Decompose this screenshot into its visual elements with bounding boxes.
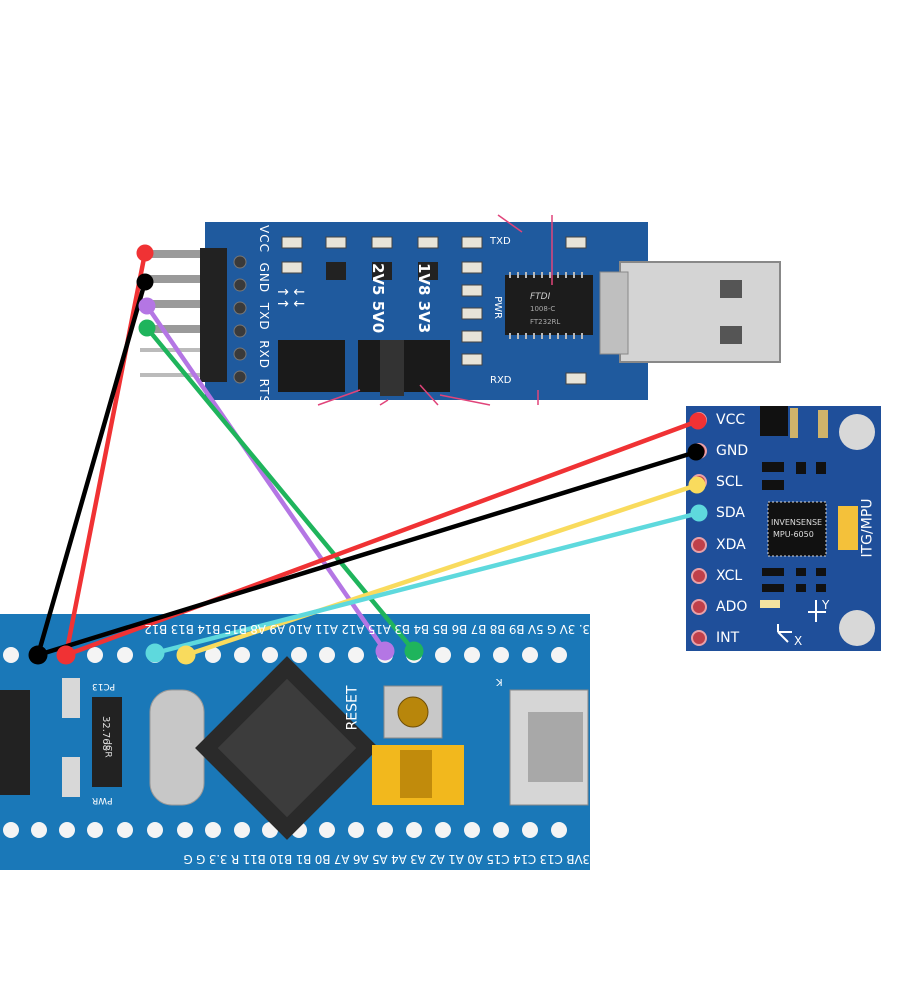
ftdi-voltage-labels-top: 1V8 3V3: [415, 263, 433, 343]
wire-mpu-gnd: [35, 449, 699, 658]
mpu-pin-xda: XDA: [716, 537, 746, 553]
mpu-axis-icon: [777, 600, 826, 643]
mpu-chip-line-1: INVENSENSE: [771, 518, 823, 527]
stm32-board: [0, 614, 590, 870]
ftdi-pointer-lines: [317, 214, 553, 406]
ftdi-label-3v3: 3V3: [415, 300, 433, 334]
ftdi-arrow-glyphs: ↓↓ ↑↑: [274, 286, 306, 326]
mpu-pin-vcc: VCC: [716, 412, 746, 428]
mpu-mount-hole-top: [839, 414, 875, 450]
ftdi-label-5v0: 5V0: [369, 300, 387, 334]
mpu6050-board: [686, 406, 881, 651]
mpu-chip-line-2: MPU-6050: [773, 530, 814, 539]
ftdi-pin-gnd: GND: [257, 262, 271, 294]
stm32-rtc-crystal: [92, 697, 122, 787]
ftdi-chip-line-2: FT232RL: [530, 318, 561, 326]
mpu-pin-xcl: XCL: [716, 568, 743, 584]
ftdi-jumper-cap: [380, 340, 404, 396]
mpu-pin-ado: ADO: [716, 599, 748, 615]
wire-ftdi-txd: [144, 303, 388, 654]
mpu-chip: [767, 501, 827, 557]
ftdi-jumper-left: [278, 340, 345, 392]
stm32-bottom-row-labels: 3VB C13 C14 C15 A0 A1 A2 A3 A4 A5 A6 A7 …: [183, 852, 590, 866]
wire-mpu-sda: [152, 510, 702, 656]
ftdi-pin-cts: CTS: [257, 413, 271, 441]
ftdi-rxd-led-label: RXD: [490, 375, 512, 386]
mpu-axis-x-label: X: [794, 634, 803, 648]
mpu-capacitor: [838, 506, 858, 550]
ftdi-header-pins: [140, 250, 205, 377]
ftdi-voltage-labels-bottom: 2V5 5V0: [369, 263, 387, 343]
mpu-side-label: ITG/MPU: [859, 498, 876, 558]
ftdi-pin-labels: VCC GND TXD RXD RTS CTS: [254, 225, 274, 440]
mpu-pin-sda: SDA: [716, 505, 745, 521]
wires: [35, 250, 702, 658]
ftdi-adapter-board: [140, 214, 781, 406]
mpu-pin-int: INT: [716, 630, 740, 646]
stm32-label-k: K: [496, 676, 503, 687]
mpu-mount-hole-bottom: [839, 610, 875, 646]
ftdi-arrow-up-icon: ↑↑: [274, 286, 290, 310]
ftdi-pin-rts: RTS: [257, 378, 271, 405]
wire-endpoints: [28, 244, 708, 665]
ftdi-label-2v5: 2V5: [369, 263, 387, 296]
wire-ftdi-vcc: [63, 250, 148, 658]
mpu-pin-gnd: GND: [716, 443, 749, 459]
ftdi-pin-txd: TXD: [257, 302, 271, 331]
ftdi-chip: [505, 275, 593, 335]
stm32-label-crystal-2: JCR: [102, 742, 113, 758]
ftdi-chip-line-1: 1008-C: [530, 305, 556, 313]
usb-a-connector: [619, 261, 781, 363]
ftdi-label-1v8: 1V8: [415, 263, 433, 296]
mpu-pin-scl: SCL: [716, 474, 743, 490]
stm32-mcu: [195, 656, 379, 840]
stm32-label-reset: RESET: [344, 685, 361, 731]
ftdi-txd-led-label: TXD: [490, 236, 511, 247]
wire-mpu-scl: [183, 482, 700, 658]
ftdi-pwr-led-label: PWR: [491, 296, 503, 319]
ftdi-chip-brand: FTDI: [530, 292, 551, 302]
stm32-label-pwr: PWR: [92, 795, 113, 805]
ftdi-arrow-down-icon: ↓↓: [290, 286, 306, 310]
ftdi-pin-vcc: VCC: [257, 225, 271, 253]
ftdi-pin-header: [200, 248, 227, 382]
stm32-label-pc13: PC13: [92, 681, 116, 691]
mpu-axis-y-label: Y: [822, 598, 830, 612]
wire-ftdi-gnd: [35, 279, 148, 658]
stm32-top-row-labels: 3. 3V G 5V B9 B8 B7 B6 B5 B4 B3 A15 A12 …: [144, 622, 590, 636]
ftdi-pin-rxd: RXD: [257, 340, 271, 370]
stm32-boot-header: [0, 690, 30, 795]
